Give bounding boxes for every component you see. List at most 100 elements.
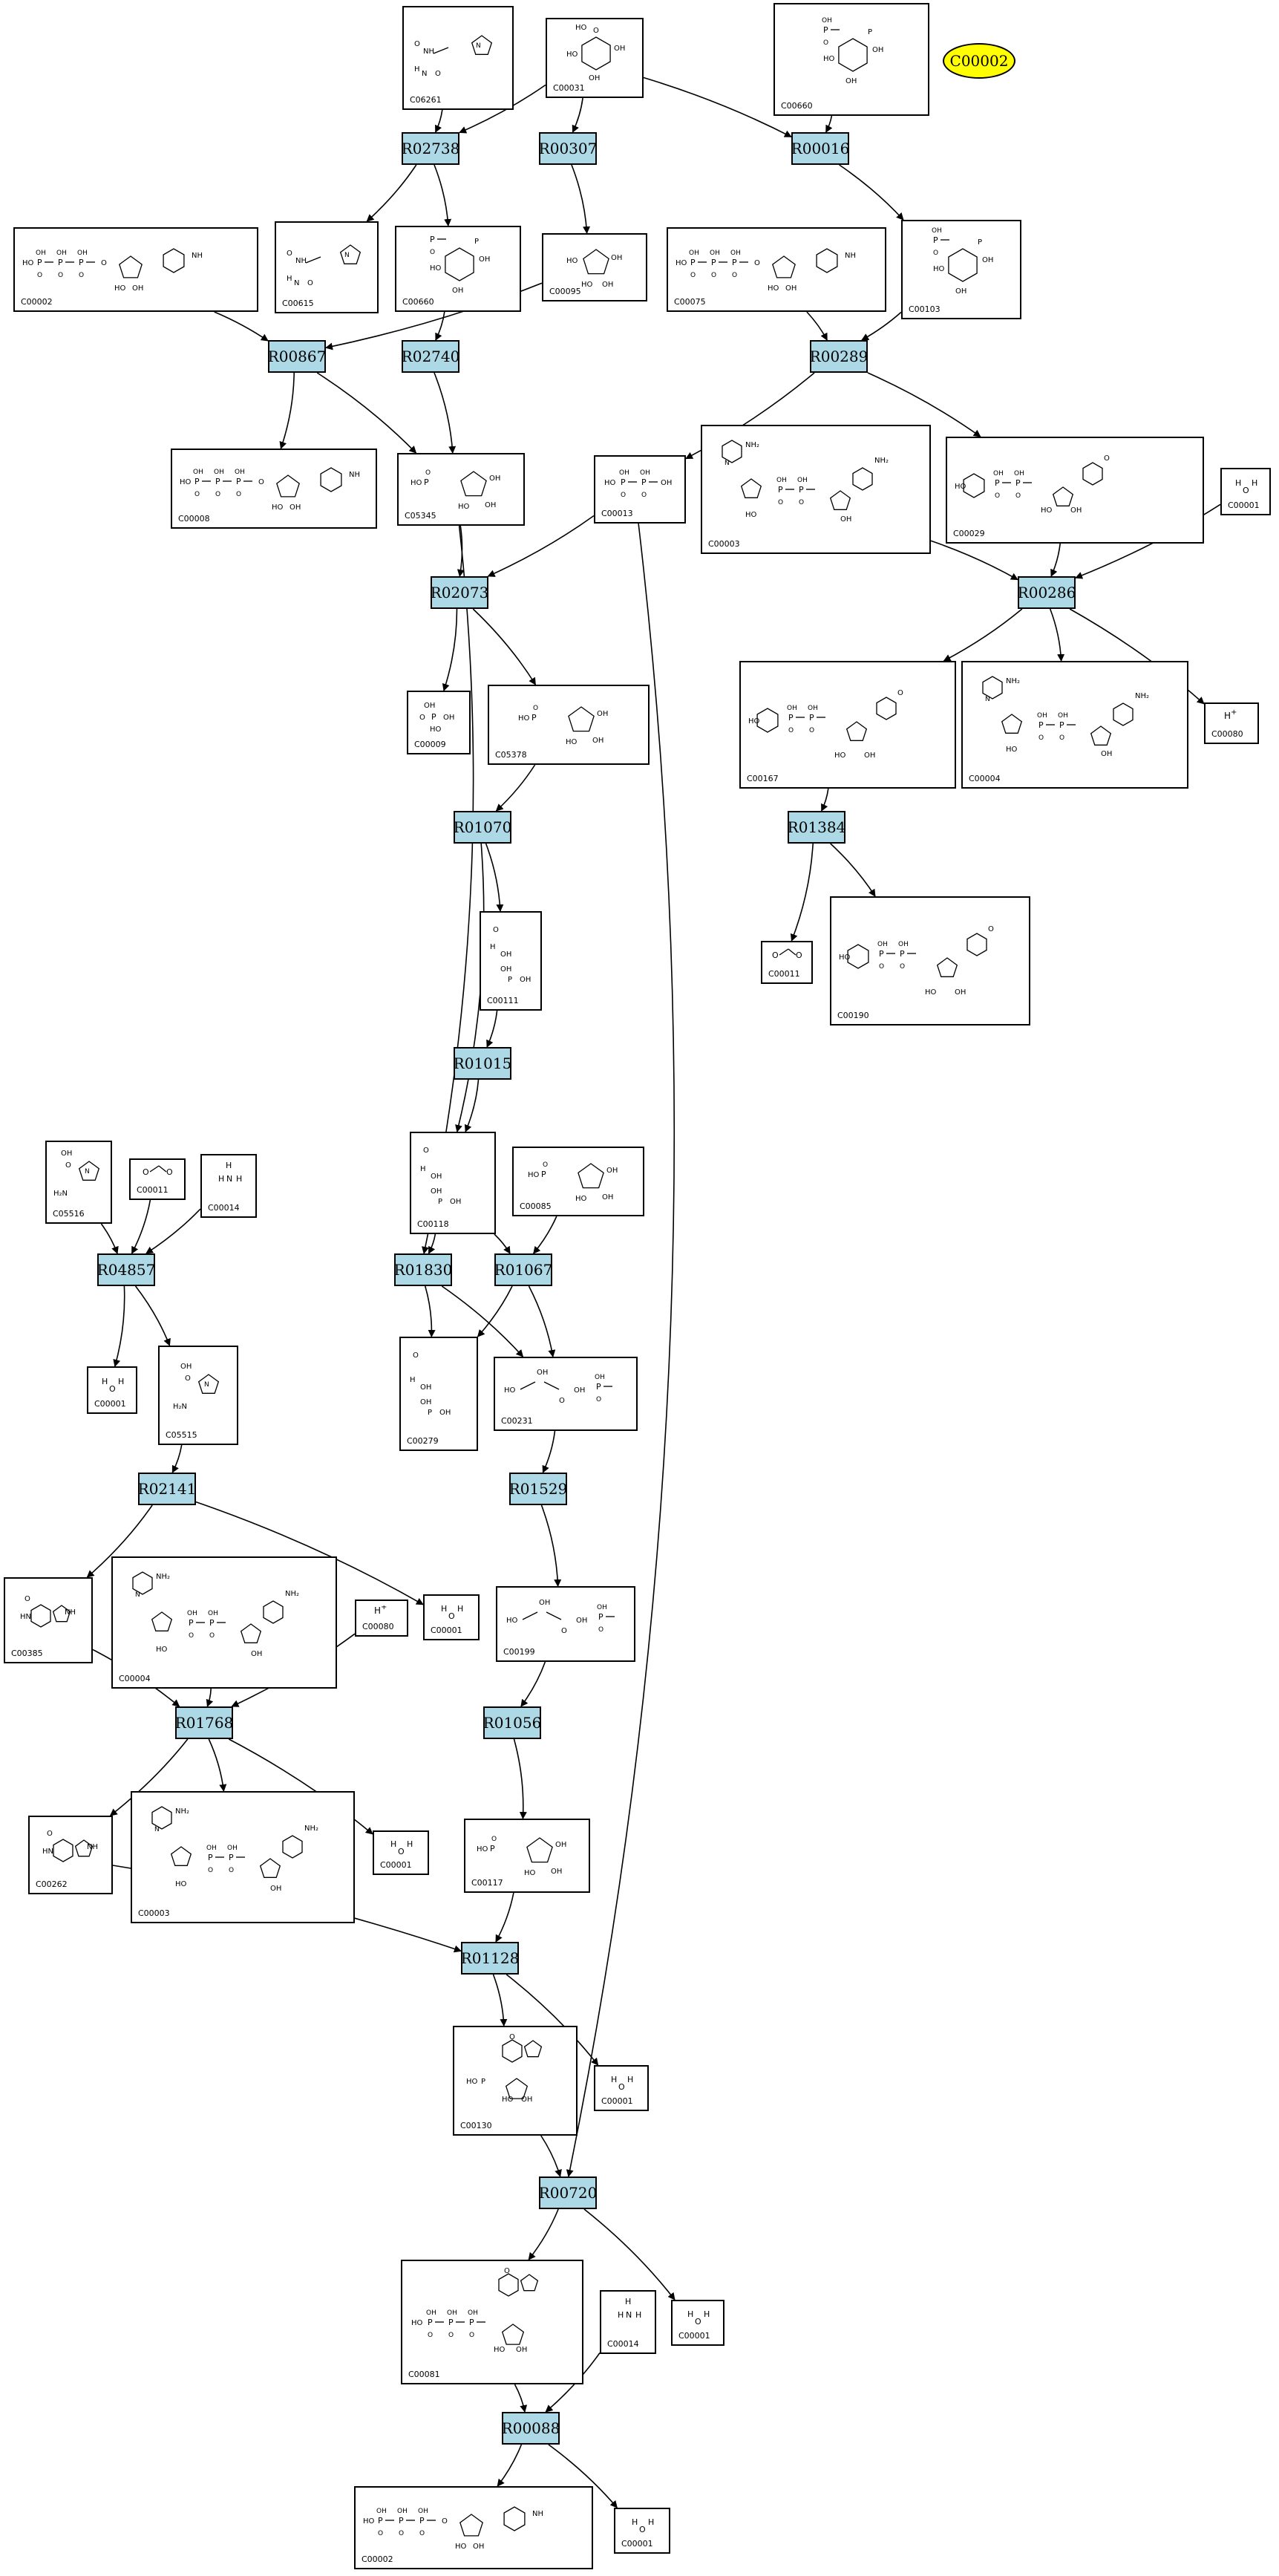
reaction-node-r00286[interactable]: R00286	[1018, 576, 1076, 609]
reaction-node-r04857[interactable]: R04857	[97, 1253, 155, 1286]
reaction-node-r00016[interactable]: R00016	[791, 132, 849, 165]
edge-c00002-a-to-r00867	[214, 311, 269, 342]
svg-text:HO: HO	[566, 50, 578, 59]
legend-compound[interactable]: C00002	[943, 43, 1015, 79]
reaction-node-r02738[interactable]: R02738	[402, 132, 459, 165]
svg-text:OH: OH	[640, 469, 650, 477]
reaction-node-r02141[interactable]: R02141	[138, 1473, 196, 1505]
svg-text:O: O	[732, 272, 737, 279]
compound-id-label: C00002	[21, 297, 53, 307]
reaction-node-r01830[interactable]: R01830	[394, 1253, 452, 1286]
svg-text:P: P	[428, 2318, 433, 2327]
reaction-node-r01128[interactable]: R01128	[461, 1942, 519, 1975]
svg-text:H₂N: H₂N	[53, 1190, 68, 1198]
edge-c00103-to-r00289	[861, 311, 902, 341]
svg-text:NH₂: NH₂	[745, 441, 759, 449]
reaction-node-r01529[interactable]: R01529	[509, 1473, 567, 1505]
svg-text:H: H	[420, 1165, 426, 1173]
svg-text:O: O	[101, 259, 107, 267]
reaction-node-r00289[interactable]: R00289	[810, 340, 868, 373]
svg-text:OH: OH	[787, 705, 797, 712]
edge-r00720-to-c00001-f	[583, 2208, 676, 2301]
reaction-node-r00088[interactable]: R00088	[502, 2412, 560, 2445]
reaction-node-r02073[interactable]: R02073	[431, 576, 488, 609]
svg-text:O: O	[423, 1147, 429, 1155]
reaction-node-r01070[interactable]: R01070	[454, 811, 511, 844]
reaction-node-r01768[interactable]: R01768	[175, 1706, 233, 1739]
compound-node-c00080-b[interactable]: H+C00080	[355, 1600, 408, 1637]
svg-text:O: O	[166, 1167, 173, 1177]
reaction-node-r00867[interactable]: R00867	[268, 340, 326, 373]
reaction-node-r01056[interactable]: R01056	[483, 1706, 541, 1739]
svg-text:H: H	[287, 275, 292, 283]
edge-c00014-a-to-r04857	[145, 1208, 201, 1254]
svg-text:HO: HO	[494, 2346, 506, 2354]
reaction-node-r01384[interactable]: R01384	[788, 811, 845, 844]
water-structure-icon: HOH	[390, 1839, 413, 1856]
reaction-node-r00720[interactable]: R00720	[539, 2176, 597, 2209]
reaction-node-r01015[interactable]: R01015	[454, 1047, 511, 1080]
svg-text:HO: HO	[566, 257, 578, 265]
svg-text:HO: HO	[933, 265, 945, 273]
reaction-node-r01067[interactable]: R01067	[494, 1253, 552, 1286]
svg-text:OH: OH	[424, 702, 435, 710]
reaction-node-r00307[interactable]: R00307	[539, 132, 597, 165]
svg-text:OH: OH	[955, 287, 966, 296]
svg-text:N: N	[344, 252, 350, 259]
compound-node-c00080-a[interactable]: H+C00080	[1204, 702, 1259, 744]
compound-id-label: C00615	[282, 299, 314, 308]
svg-text:OH: OH	[56, 250, 67, 257]
svg-text:P: P	[879, 949, 884, 959]
reaction-node-r02740[interactable]: R02740	[402, 340, 459, 373]
